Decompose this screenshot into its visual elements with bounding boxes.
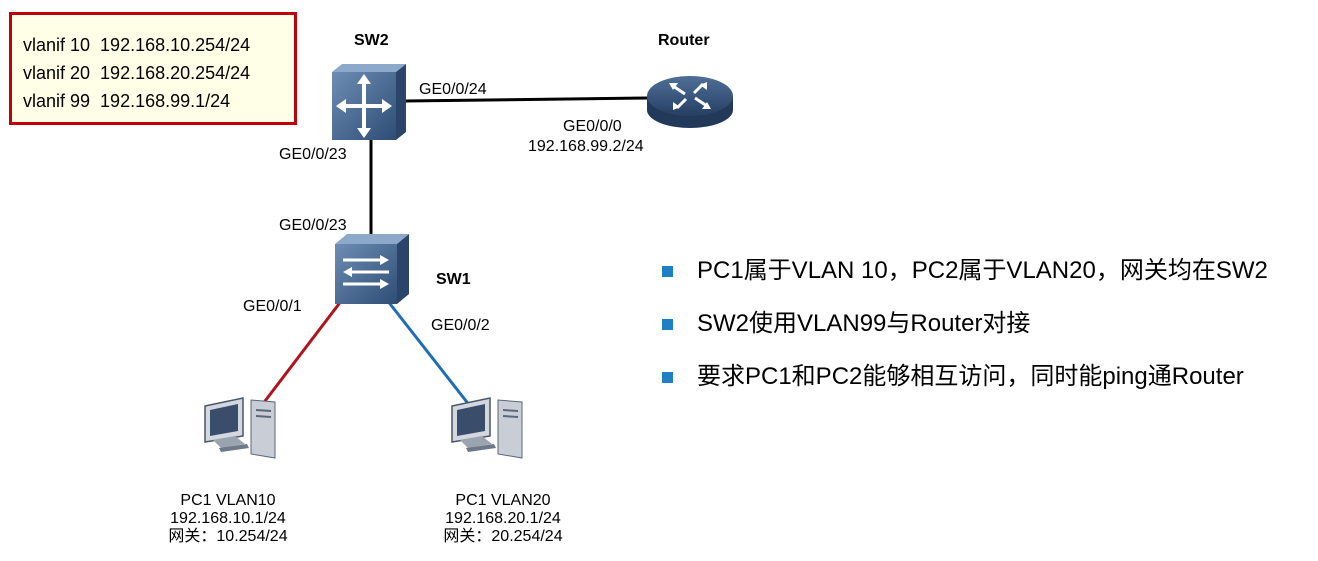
pc-icon [451, 397, 523, 459]
requirement-text: PC1属于VLAN 10，PC2属于VLAN20，网关均在SW2 [697, 257, 1268, 284]
link-sw1-pc1 [260, 295, 347, 406]
layer3-switch-icon [332, 64, 406, 140]
port-label-sw2-ge0-0-24: GE0/0/24 [419, 81, 487, 98]
pc1-gateway: 网关：10.254/24 [168, 528, 288, 545]
link-sw1-pc2 [385, 299, 472, 407]
bullet-square-icon [662, 266, 673, 277]
list-item: 要求PC1和PC2能够相互访问，同时能ping通Router [662, 362, 1268, 415]
pc2-gateway: 网关：20.254/24 [443, 528, 563, 545]
router-ip-label: 192.168.99.2/24 [528, 138, 644, 155]
link-sw2-router [404, 96, 651, 103]
requirement-text: 要求PC1和PC2能够相互访问，同时能ping通Router [697, 363, 1244, 390]
port-label-router-ge0-0-0: GE0/0/0 [563, 118, 622, 135]
pc1-ip: 192.168.10.1/24 [170, 510, 286, 527]
router-label: Router [658, 32, 710, 49]
list-item: PC1属于VLAN 10，PC2属于VLAN20，网关均在SW2 [662, 256, 1268, 309]
sw1-label: SW1 [436, 271, 471, 288]
pc-icon [204, 397, 276, 459]
vlanif-line: vlanif 99 192.168.99.1/24 [23, 91, 231, 111]
pc2-ip: 192.168.20.1/24 [445, 510, 561, 527]
requirement-text: SW2使用VLAN99与Router对接 [697, 310, 1031, 337]
port-label-sw1-ge0-0-1: GE0/0/1 [243, 298, 302, 315]
pc1-info: PC1 VLAN10 192.168.10.1/24 网关：10.254/24 [148, 492, 308, 546]
pc2-info: PC1 VLAN20 192.168.20.1/24 网关：20.254/24 [423, 492, 583, 546]
sw2-label: SW2 [354, 32, 389, 49]
pc2-name: PC1 VLAN20 [455, 492, 551, 509]
router-icon [647, 76, 733, 128]
bullet-square-icon [662, 319, 673, 330]
vlanif-line: vlanif 10 192.168.10.254/24 [23, 35, 251, 55]
port-label-sw1-ge0-0-23: GE0/0/23 [279, 217, 347, 234]
port-label-sw2-ge0-0-23: GE0/0/23 [279, 146, 347, 163]
layer2-switch-icon [335, 234, 409, 304]
port-label-sw1-ge0-0-2: GE0/0/2 [431, 317, 490, 334]
pc1-name: PC1 VLAN10 [180, 492, 276, 509]
bullet-square-icon [662, 372, 673, 383]
vlanif-line: vlanif 20 192.168.20.254/24 [23, 63, 251, 83]
vlanif-config-box: vlanif 10 192.168.10.254/24 vlanif 20 19… [9, 12, 297, 125]
list-item: SW2使用VLAN99与Router对接 [662, 309, 1268, 362]
requirements-list: PC1属于VLAN 10，PC2属于VLAN20，网关均在SW2 SW2使用VL… [662, 256, 1268, 415]
